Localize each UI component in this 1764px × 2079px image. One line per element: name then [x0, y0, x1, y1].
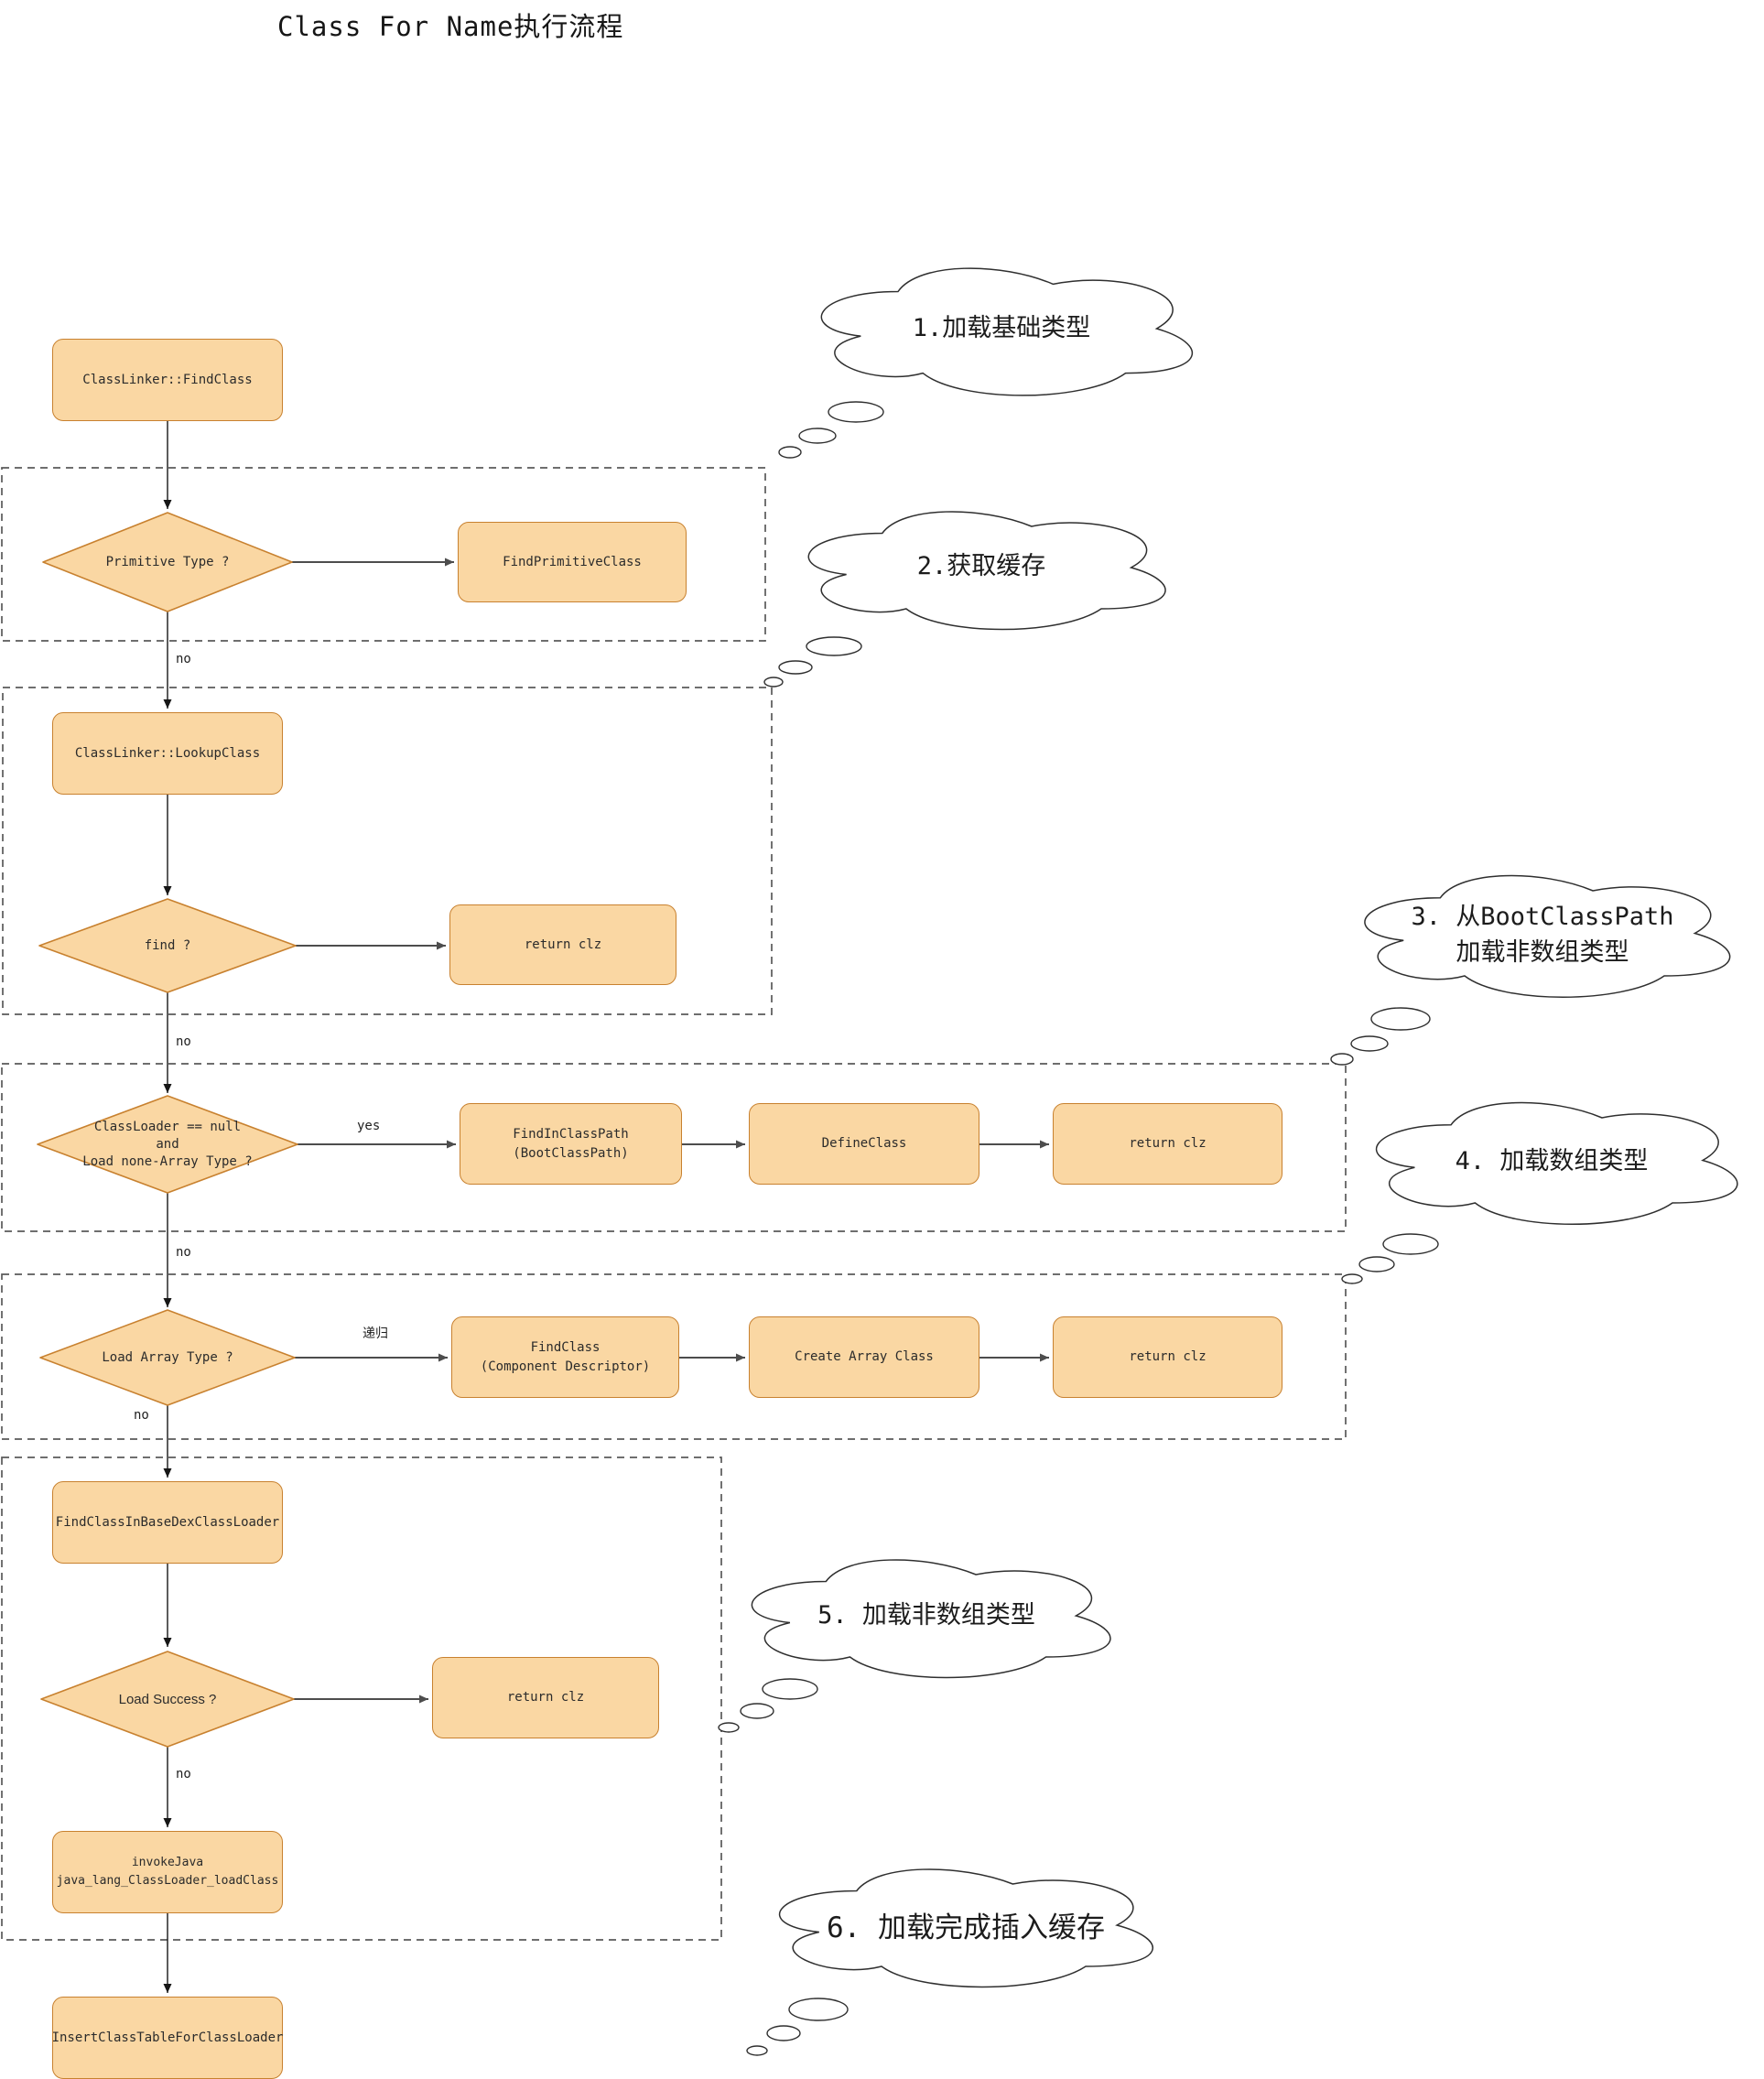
dashed-region-basedex: [1, 1456, 722, 1941]
cloud-2-outline: [807, 511, 1166, 631]
edge-label-no-array: no: [134, 1408, 149, 1423]
cloud-5-bubbles: [718, 1678, 818, 1733]
diamond-classloader-null: [37, 1095, 298, 1194]
dashed-region-array: [1, 1273, 1347, 1440]
node-return-clz-1: return clz: [449, 904, 676, 985]
node-return-clz-2: return clz: [1053, 1103, 1282, 1185]
cloud-4-bubbles: [1341, 1233, 1439, 1284]
cloud-1-outline: [820, 267, 1194, 396]
diamond-find: [38, 898, 297, 993]
node-defineclass: DefineClass: [749, 1103, 979, 1185]
node-classlinker-lookupclass: ClassLinker::LookupClass: [52, 712, 283, 795]
edge-label-no-find: no: [176, 1034, 191, 1049]
cloud-5-outline: [751, 1559, 1111, 1679]
node-classlinker-findclass: ClassLinker::FindClass: [52, 339, 283, 421]
node-findinclasspath: FindInClassPath (BootClassPath): [460, 1103, 682, 1185]
cloud-1-bubbles: [778, 401, 884, 459]
diamond-primitive-type: [42, 512, 293, 612]
dashed-region-bootclasspath: [1, 1063, 1347, 1232]
cloud-4-outline: [1375, 1101, 1738, 1225]
dashed-region-primitive: [1, 467, 766, 642]
cloud-3-outline: [1364, 874, 1731, 998]
node-findclassinbasedexclassloader: FindClassInBaseDexClassLoader: [52, 1481, 283, 1564]
edge-label-no-primitive: no: [176, 652, 191, 666]
node-insertclasstableforclassloader: InsertClassTableForClassLoader: [52, 1997, 283, 2079]
edge-label-no-classloader: no: [176, 1245, 191, 1260]
edge-label-yes: yes: [357, 1119, 381, 1133]
node-findclass-component: FindClass (Component Descriptor): [451, 1316, 679, 1398]
cloud-6-outline: [778, 1868, 1153, 1988]
cloud-2-bubbles: [763, 636, 862, 688]
node-findprimitiveclass: FindPrimitiveClass: [458, 522, 687, 602]
page-title: Class For Name执行流程: [277, 11, 624, 42]
edge-label-recursion: 递归: [363, 1326, 388, 1341]
node-invokejava-loadclass: invokeJava java_lang_ClassLoader_loadCla…: [52, 1831, 283, 1913]
diamond-load-array-type: [39, 1309, 296, 1406]
node-return-clz-4: return clz: [432, 1657, 659, 1738]
diamond-load-success: [40, 1651, 295, 1748]
cloud-6-bubbles: [746, 1998, 849, 2056]
node-create-array-class: Create Array Class: [749, 1316, 979, 1398]
cloud-3-bubbles: [1330, 1007, 1431, 1066]
dashed-region-lookup: [2, 687, 773, 1015]
node-return-clz-3: return clz: [1053, 1316, 1282, 1398]
edge-label-no-load-success: no: [176, 1767, 191, 1781]
